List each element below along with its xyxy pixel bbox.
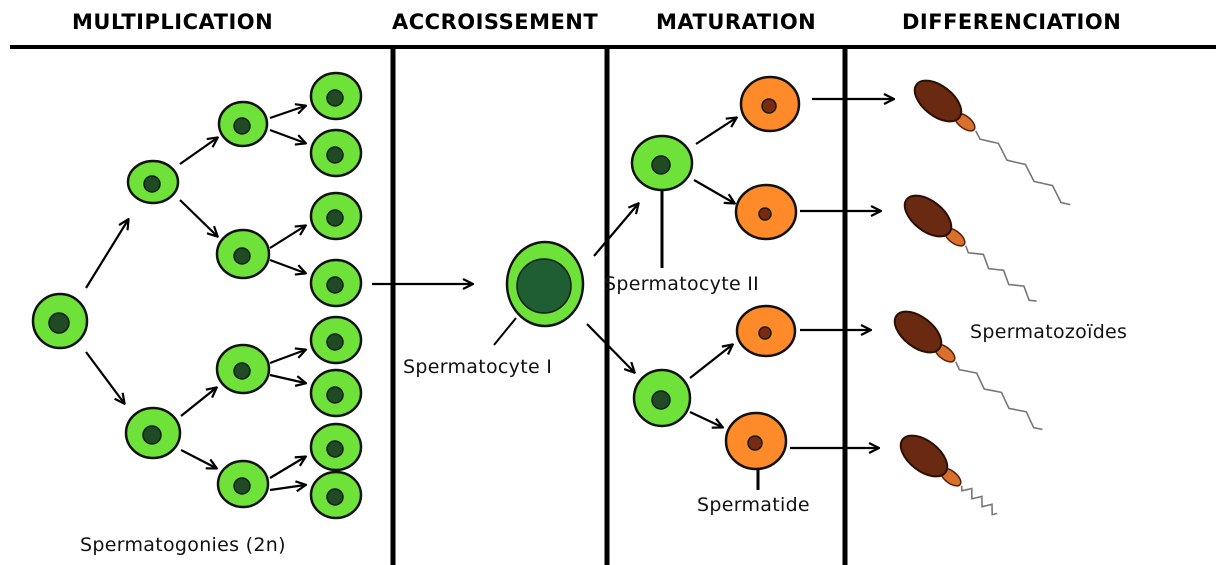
arrow-gen2-gen3-5 bbox=[270, 350, 305, 363]
label-spermatocyte-1: Spermatocyte I bbox=[403, 356, 552, 378]
arrow-gen2-gen3-2 bbox=[270, 130, 305, 143]
spermatogonium-gen3-8 bbox=[311, 472, 361, 518]
spermatogonium-gen3-5 bbox=[311, 317, 361, 363]
arrow-to-spermatid-2 bbox=[694, 180, 734, 203]
spermatogonium-gen2-a bbox=[219, 102, 267, 146]
spermatogonium-gen3-6 bbox=[311, 370, 361, 416]
arrow-root-to-bottom bbox=[86, 352, 124, 403]
arrow-gen1-bottom-a bbox=[181, 388, 216, 416]
spermatogonium-gen1-top bbox=[128, 161, 178, 203]
spermatid-3 bbox=[737, 306, 795, 356]
spermatogonium-gen2-d bbox=[218, 461, 268, 507]
pointer-spermatocyte-1 bbox=[494, 318, 516, 345]
heading-maturation: MATURATION bbox=[656, 10, 816, 34]
spermatogonium-root bbox=[33, 294, 87, 348]
spermatogonium-gen3-7 bbox=[311, 424, 361, 470]
spermatozoide-4 bbox=[893, 428, 997, 515]
arrow-root-to-top bbox=[86, 220, 128, 288]
label-pointers bbox=[494, 190, 758, 490]
arrow-to-spermatid-3 bbox=[690, 345, 732, 378]
spermatogonium-gen2-b bbox=[217, 230, 269, 278]
label-spermatide: Spermatide bbox=[697, 494, 810, 516]
arrow-gen2-gen3-8 bbox=[270, 485, 305, 490]
spermatocyte-1-cell bbox=[507, 242, 583, 326]
heading-multiplication: MULTIPLICATION bbox=[72, 10, 273, 34]
arrow-gen1-top-a bbox=[180, 138, 217, 164]
label-spermatozoides: Spermatozoïdes bbox=[970, 321, 1127, 343]
heading-differenciation: DIFFERENCIATION bbox=[902, 10, 1121, 34]
spermatid-4 bbox=[726, 413, 786, 469]
arrow-gen2-gen3-1 bbox=[270, 106, 305, 118]
spermatocyte-2-bottom bbox=[634, 370, 690, 426]
arrow-gen2-gen3-6 bbox=[270, 375, 305, 383]
spermatid-1 bbox=[741, 77, 799, 131]
spermatogonium-gen3-4 bbox=[311, 260, 361, 306]
spermatogonium-gen3-1 bbox=[311, 73, 361, 119]
spermatozoide-2 bbox=[897, 188, 1036, 302]
label-spermatocyte-2: Spermatocyte II bbox=[604, 273, 759, 295]
heading-accroissement: ACCROISSEMENT bbox=[392, 10, 598, 34]
spermatogonium-gen3-3 bbox=[311, 193, 361, 239]
arrow-gen1-top-b bbox=[180, 200, 217, 236]
arrow-to-spermatocyte-2-top bbox=[594, 204, 638, 256]
arrow-gen2-gen3-3 bbox=[270, 226, 305, 248]
arrow-to-spermatid-4 bbox=[690, 412, 722, 427]
spermatogonium-gen3-2 bbox=[311, 130, 361, 176]
spermatogonium-gen2-c bbox=[217, 345, 269, 393]
sperm-group bbox=[887, 73, 1070, 515]
spermatid-2 bbox=[736, 185, 796, 239]
arrow-to-spermatocyte-2-bottom bbox=[587, 324, 634, 372]
label-spermatogonies: Spermatogonies (2n) bbox=[80, 534, 286, 556]
arrow-gen1-bottom-b bbox=[181, 450, 216, 468]
spermatocyte-2-top bbox=[632, 136, 692, 190]
arrow-gen2-gen3-4 bbox=[270, 260, 305, 273]
cells-group bbox=[33, 73, 799, 518]
spermatozoide-1 bbox=[907, 73, 1070, 205]
arrow-gen2-gen3-7 bbox=[270, 457, 305, 478]
arrow-to-spermatid-1 bbox=[696, 118, 736, 144]
spermatogonium-gen1-bottom bbox=[126, 408, 180, 458]
